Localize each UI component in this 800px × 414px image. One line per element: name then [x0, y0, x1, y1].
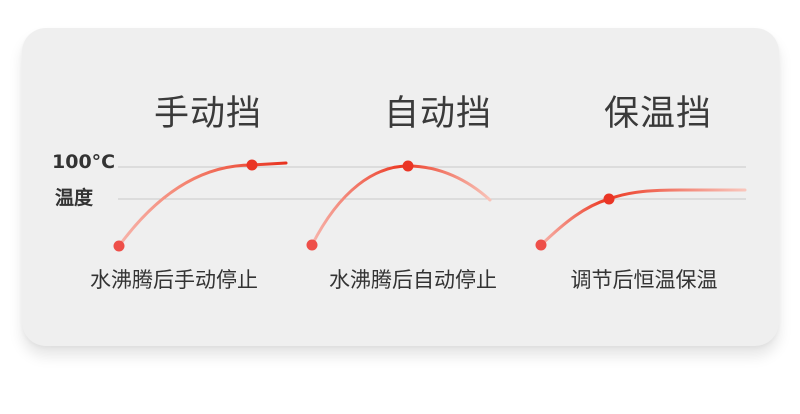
keep-warm-start-dot: [535, 239, 547, 251]
mode-card: [22, 28, 779, 346]
mode-caption-keep-warm: 调节后恒温保温: [570, 268, 718, 292]
auto-curve: [310, 164, 492, 247]
mode-caption-auto: 水沸腾后自动停止: [329, 268, 497, 292]
auto-boil-dot: [402, 160, 414, 172]
auto-start-dot: [306, 239, 318, 251]
keep-warm-curve: [539, 188, 747, 247]
manual-curve: [117, 161, 288, 248]
mode-title-auto: 自动挡: [383, 94, 492, 134]
mode-title-manual: 手动挡: [153, 94, 262, 134]
manual-start-dot: [113, 240, 125, 252]
mode-title-keep-warm: 保温挡: [603, 94, 712, 134]
temperature-100c-label: 100°C: [52, 151, 116, 173]
keep-warm-hold-dot: [603, 193, 615, 205]
mode-caption-manual: 水沸腾后手动停止: [90, 268, 258, 292]
temperature-axis-label: 温度: [55, 187, 94, 209]
manual-boil-dot: [246, 159, 258, 171]
